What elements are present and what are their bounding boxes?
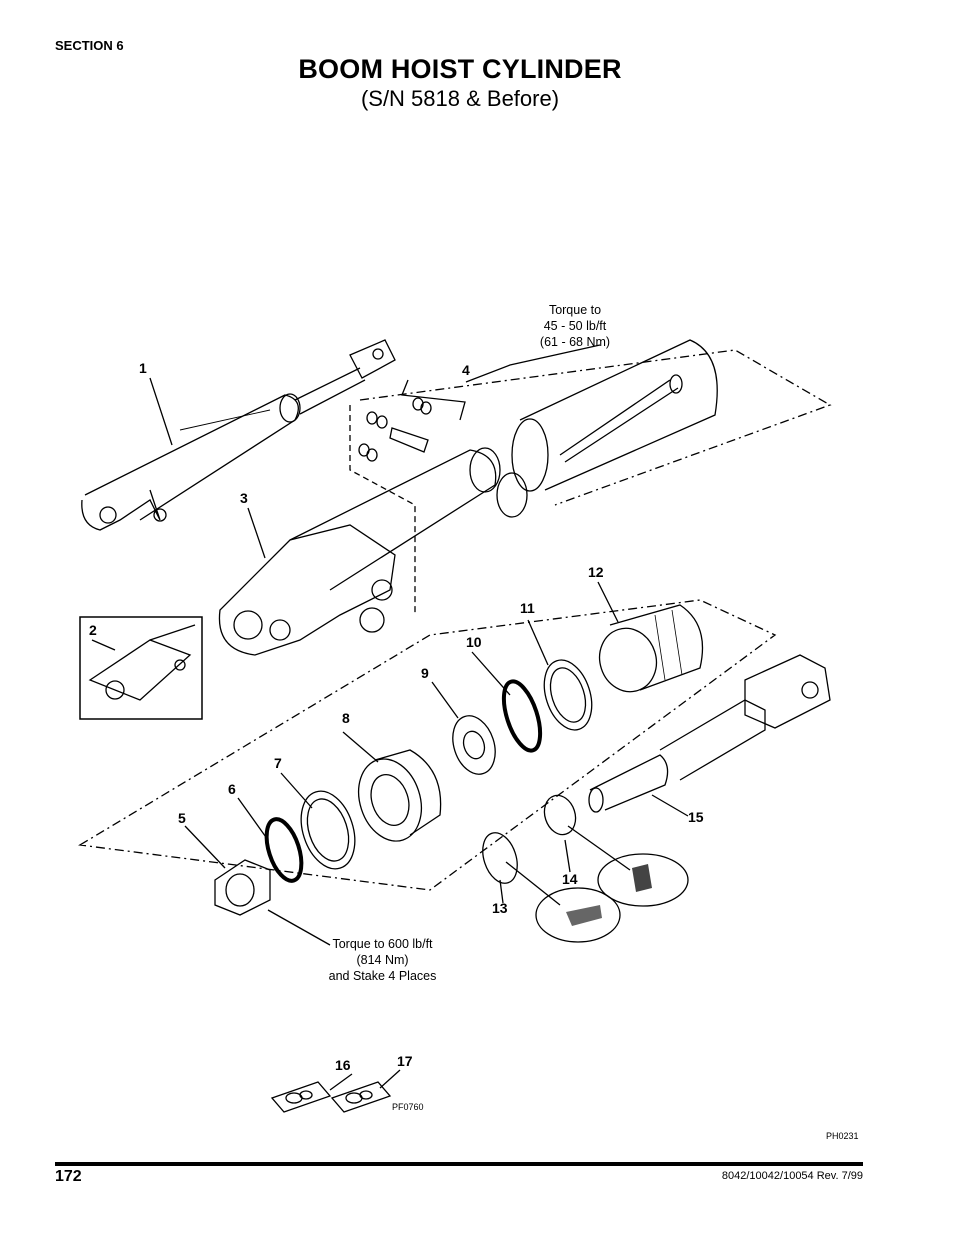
o-ring-10: [501, 679, 543, 753]
callout-12: 12: [588, 564, 604, 580]
detail-view-13: [535, 887, 621, 943]
torque-note-bottom-line-3: and Stake 4 Places: [328, 969, 437, 983]
ring-14: [543, 794, 577, 836]
rod-15: [588, 654, 831, 813]
spacer-9: [452, 715, 496, 775]
barrel-part: [218, 447, 528, 656]
torque-note-top-line-2: 45 - 50 lb/ft: [543, 319, 607, 333]
figure-code-main: PH0231: [826, 1131, 859, 1141]
seal-kit-17: [330, 1081, 392, 1113]
clevis-inset-part: [88, 624, 196, 701]
dashed-boundary-upper: [359, 349, 832, 506]
backup-ring-7: [300, 790, 356, 870]
dashed-boundary-lower: [78, 599, 777, 891]
section-label: SECTION 6: [55, 38, 124, 53]
callout-16: 16: [335, 1057, 351, 1073]
page-title: BOOM HOIST CYLINDER: [298, 54, 622, 84]
callout-2: 2: [89, 622, 97, 638]
callout-15: 15: [688, 809, 704, 825]
callout-3: 3: [240, 490, 248, 506]
seal-kit-16: [270, 1081, 332, 1113]
torque-note-top: Torque to 45 - 50 lb/ft (61 - 68 Nm): [515, 302, 635, 350]
callout-14: 14: [562, 871, 578, 887]
callout-13: 13: [492, 900, 508, 916]
callout-9: 9: [421, 665, 429, 681]
dashed-boundary-bracket: [349, 405, 416, 615]
cylinder-assembly-part: [81, 339, 396, 531]
o-ring-6: [264, 817, 304, 883]
piston-8: [358, 749, 442, 842]
callout-1: 1: [139, 360, 147, 376]
torque-note-bottom-line-1: Torque to 600 lb/ft: [332, 937, 433, 951]
gland-12: [598, 604, 704, 693]
inset-frame: [79, 616, 203, 720]
page-number: 172: [55, 1168, 82, 1185]
footer-rule: [55, 1162, 863, 1166]
callout-17: 17: [397, 1053, 413, 1069]
callout-8: 8: [342, 710, 350, 726]
tube-part: [511, 339, 718, 492]
callout-5: 5: [178, 810, 186, 826]
callout-11: 11: [520, 600, 535, 616]
document-revision: 8042/10042/10054 Rev. 7/99: [721, 1170, 863, 1182]
torque-note-bottom: Torque to 600 lb/ft (814 Nm) and Stake 4…: [310, 936, 455, 984]
ring-13: [482, 832, 518, 884]
callout-10: 10: [466, 634, 482, 650]
callout-6: 6: [228, 781, 236, 797]
torque-note-top-line-1: Torque to: [548, 303, 602, 317]
ring-11: [543, 659, 593, 731]
torque-note-bottom-line-2: (814 Nm): [356, 953, 409, 967]
callout-7: 7: [274, 755, 282, 771]
torque-note-top-line-3: (61 - 68 Nm): [539, 335, 611, 349]
fitting-kit-part: [358, 379, 466, 462]
detail-view-14: [597, 853, 689, 907]
leader-lines: [91, 344, 689, 1091]
figure-code-kit: PF0760: [392, 1102, 424, 1112]
nut-part: [214, 859, 271, 916]
page-subtitle: (S/N 5818 & Before): [360, 86, 560, 111]
callout-4: 4: [462, 362, 470, 378]
